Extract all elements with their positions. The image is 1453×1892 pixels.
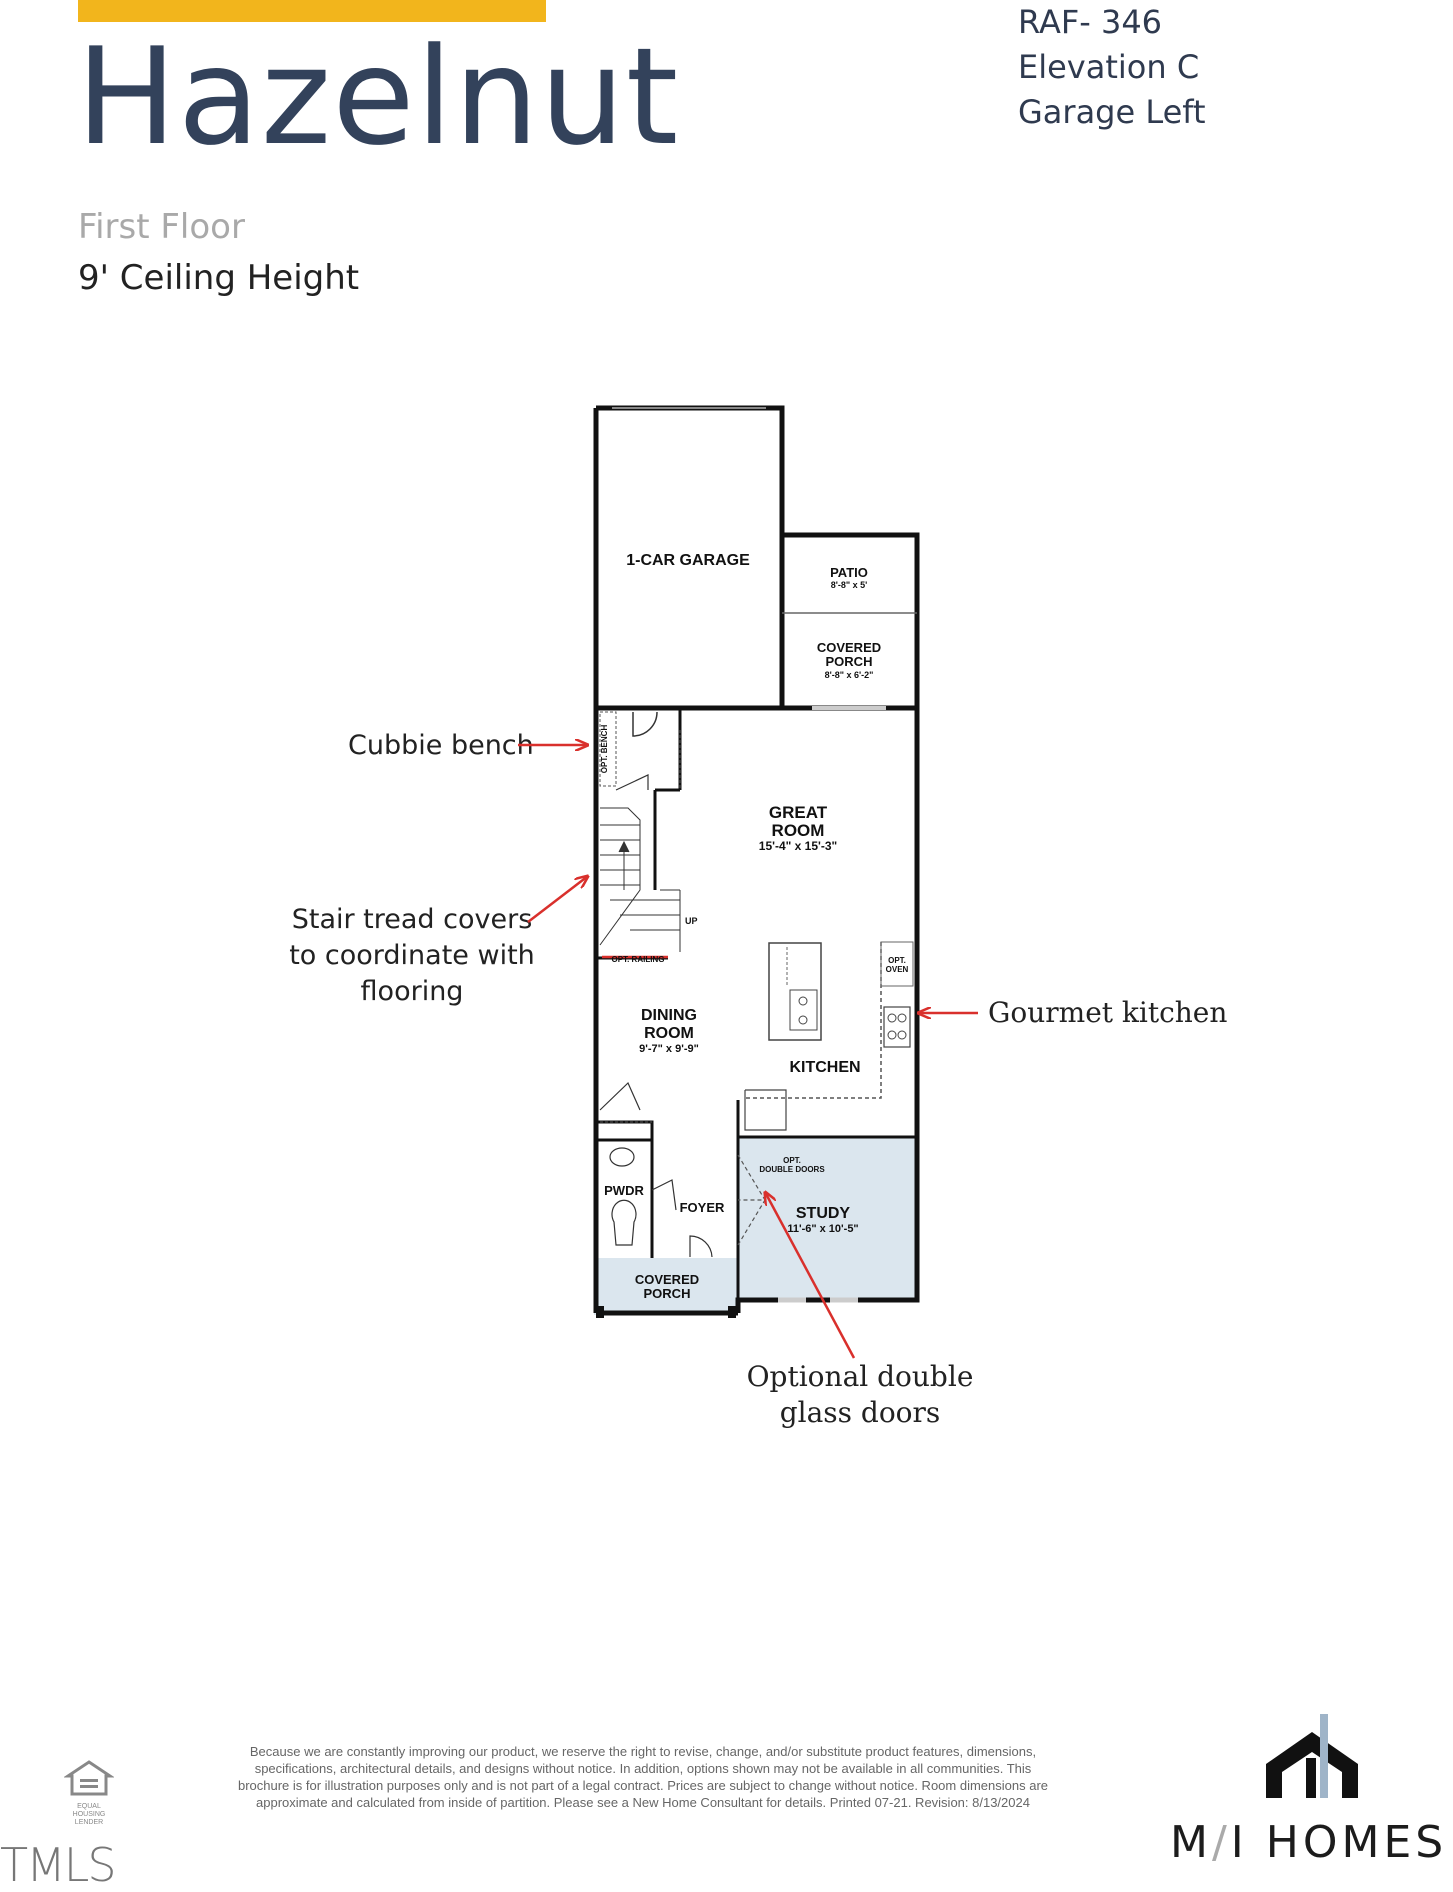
fridge: [744, 1089, 787, 1131]
elevation-label: Elevation C: [1018, 48, 1200, 86]
up-label: UP: [685, 916, 698, 926]
arrow-glass: [765, 1192, 856, 1359]
kitchen-label: KITCHEN: [789, 1059, 860, 1076]
brand-sep: /: [1211, 1817, 1231, 1868]
garage-label: 1-CAR GARAGE: [626, 552, 750, 569]
brand-i: I: [1230, 1817, 1248, 1868]
plan-meta: RAF- 346 Elevation C Garage Left: [1018, 0, 1206, 135]
porch-post-right: [728, 1306, 736, 1318]
oven-outline: [880, 941, 914, 987]
sink-bowl-1: [798, 996, 808, 1006]
island-sink: [789, 989, 818, 1031]
opt-bench-label: OPT. BENCH: [600, 725, 609, 774]
opt-double-doors-label-2: DOUBLE DOORS: [759, 1165, 825, 1174]
patio-dim: 8'-8" x 5': [831, 580, 868, 590]
sink-bowl-2: [798, 1015, 808, 1025]
equal-housing-logo: EQUAL HOUSING LENDER: [63, 1760, 115, 1827]
brand-m: M: [1170, 1817, 1212, 1868]
burner-4: [897, 1030, 907, 1040]
closet-door-swing: [615, 774, 649, 791]
opt-double-doors-label-1: OPT.: [783, 1156, 801, 1165]
study-label: STUDY: [796, 1205, 851, 1222]
great-room-label-2: ROOM: [772, 821, 825, 840]
front-porch-label-2: PORCH: [644, 1286, 691, 1301]
rear-porch-dim: 8'-8" x 6'-2": [825, 670, 874, 680]
foyer-label: FOYER: [680, 1200, 725, 1215]
accent-bar: [78, 0, 546, 22]
lot-number: RAF- 346: [1018, 3, 1163, 41]
brand-homes: HOMES: [1265, 1817, 1448, 1868]
callout-glass-line-1: Optional double: [747, 1360, 974, 1393]
dining-label-1: DINING: [641, 1007, 697, 1024]
mi-homes-wordmark: M/I HOMES: [1170, 1817, 1447, 1868]
front-porch-label-1: COVERED: [635, 1272, 699, 1287]
dining-closet-swing: [599, 1081, 641, 1111]
burner-2: [897, 1013, 907, 1023]
garage-label: Garage Left: [1018, 93, 1206, 131]
pwdr-label: PWDR: [604, 1183, 644, 1198]
front-porch-fill: [594, 1258, 738, 1315]
callout-glass-line-2: glass doors: [780, 1396, 941, 1429]
pwdr-sink: [609, 1147, 635, 1167]
study-fill: [738, 1137, 916, 1299]
kitchen-counter: [745, 942, 882, 1099]
front-door-swing: [689, 1235, 713, 1258]
garage-door-swing: [632, 711, 658, 737]
pwdr-door-swing: [651, 1179, 677, 1211]
bench-outline: [599, 711, 617, 787]
callout-cubbie-bench: Cubbie bench: [348, 730, 534, 761]
pwdr-toilet: [611, 1199, 637, 1246]
callout-stair-line-1: Stair tread covers: [292, 904, 533, 935]
equal-housing-icon: [63, 1760, 115, 1796]
arrow-stair: [527, 876, 588, 923]
opt-oven-label-2: OVEN: [886, 965, 909, 974]
opt-oven-label-1: OPT.: [888, 956, 906, 965]
opt-railing-label: OPT. RAILING: [612, 955, 665, 964]
stairs: [599, 807, 681, 952]
disclaimer: Because we are constantly improving our …: [237, 1744, 1049, 1810]
burner-3: [887, 1030, 897, 1040]
rear-porch-label-1: COVERED: [817, 640, 881, 655]
great-room-dim: 15'-4" x 15'-3": [759, 839, 837, 853]
callout-gourmet-kitchen: Gourmet kitchen: [988, 996, 1227, 1029]
dining-label-2: ROOM: [644, 1025, 694, 1042]
callout-stair-line-2: to coordinate with: [289, 940, 535, 971]
porch-post-left: [596, 1306, 604, 1318]
cooktop: [883, 1006, 911, 1048]
equal-housing-text: EQUAL HOUSING LENDER: [72, 1803, 106, 1826]
dining-dim: 9'-7" x 9'-9": [639, 1043, 699, 1055]
rear-porch-label-2: PORCH: [826, 654, 873, 669]
burner-1: [887, 1013, 897, 1023]
ceiling-label: 9' Ceiling Height: [78, 258, 360, 298]
tmls-watermark: TMLS: [0, 1838, 117, 1892]
callout-stair-line-3: flooring: [361, 976, 464, 1007]
great-room-label-1: GREAT: [769, 803, 828, 822]
mi-homes-logo-icon: [1266, 1714, 1358, 1798]
kitchen-island: [768, 942, 822, 1041]
floor-label: First Floor: [78, 207, 245, 247]
study-dim: 11'-6" x 10'-5": [787, 1223, 858, 1235]
patio-label: PATIO: [830, 565, 868, 580]
plan-title: Hazelnut: [76, 19, 680, 175]
outer-walls: [593, 405, 920, 1316]
